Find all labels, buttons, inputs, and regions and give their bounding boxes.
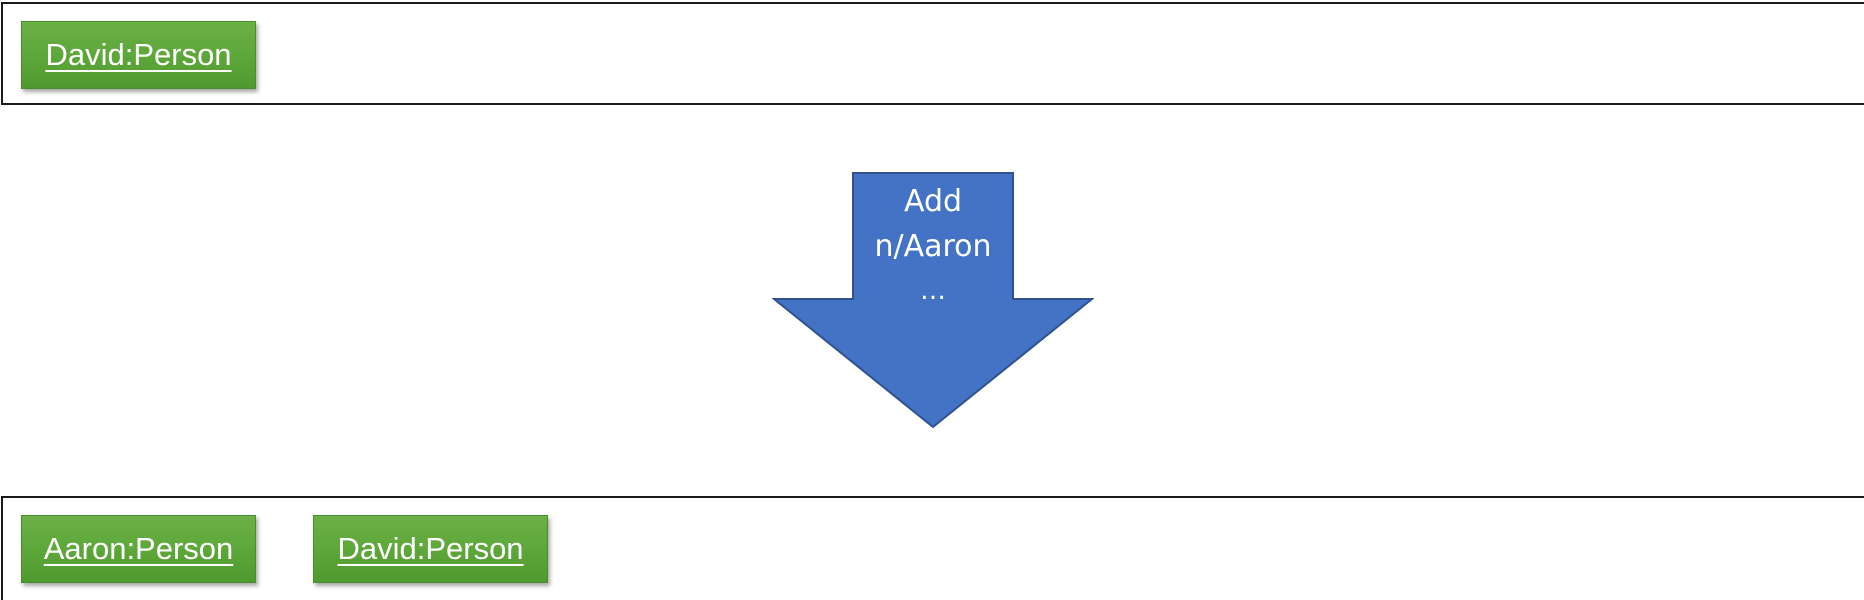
after-state-frame: Aaron:Person David:Person	[1, 496, 1864, 600]
person-object-david: David:Person	[21, 21, 256, 89]
person-object-aaron: Aaron:Person	[21, 515, 256, 583]
command-text-line-1: Add	[903, 184, 963, 219]
arrow-shape	[772, 172, 1094, 429]
person-object-label: David:Person	[45, 37, 232, 72]
person-object-label: David:Person	[337, 531, 524, 566]
command-text-line-3: …	[920, 276, 946, 306]
person-object-david: David:Person	[313, 515, 548, 583]
before-state-frame: David:Person	[1, 2, 1864, 105]
command-down-arrow	[772, 172, 1094, 429]
person-object-label: Aaron:Person	[43, 531, 234, 566]
command-text-line-2: n/Aaron	[874, 229, 992, 264]
